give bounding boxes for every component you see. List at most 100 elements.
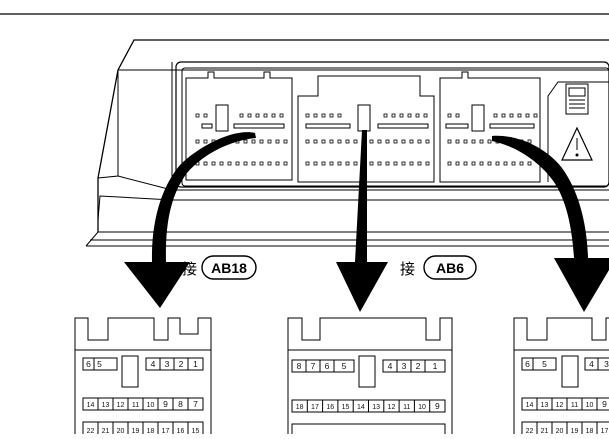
ecu-pin-dot [471,161,476,166]
ecu-socket-left [185,71,293,181]
ecu-pin-dot [503,161,508,166]
ecu-pin-dot [313,113,318,118]
ecu-pin-dot [415,113,420,118]
pin-number: 7 [311,361,316,371]
pin-number: 19 [132,428,140,434]
ecu-pin-dot [329,113,334,118]
ecu-pin-dot [399,113,404,118]
pin-number: 6 [325,361,330,371]
ecu-pin-dot [487,139,492,144]
ecu-pin-dot [219,161,224,166]
pin-number: 1 [193,359,198,369]
ecu-pin-dot [305,113,310,118]
ecu-pin-dot [313,139,318,144]
ecu-pin-dot [275,161,280,166]
pin-number: 12 [117,402,125,409]
ecu-pin-dot [195,113,200,118]
ecu-pin-dot [203,139,208,144]
ecu-pin-dot [385,139,390,144]
pin-number: 4 [589,359,594,369]
connector-prefix: 接 [400,261,415,278]
ecu-pin-dot [263,113,268,118]
ecu-pin-dot [267,161,272,166]
ecu-pin-dot [493,113,498,118]
ecu-pin-dot [527,139,532,144]
ecu-pin-dot [447,113,452,118]
connector-prefix: 接 [182,261,197,278]
ecu-pin-dot [283,139,288,144]
pin-number: 13 [102,402,110,409]
connector-code: AB18 [211,260,247,276]
pin-number: 14 [87,402,95,409]
ecu-pin-dot [243,161,248,166]
pin-number: 11 [132,402,139,409]
pin-number: 18 [147,428,155,434]
ecu-pin-dot [425,139,430,144]
ecu-pin-dot [337,139,342,144]
ecu-pin-dot [271,113,276,118]
pin-number: 6 [525,359,530,369]
ecu-pin-dot [517,113,522,118]
ecu-pin-dot [321,161,326,166]
ecu-pin-dot [211,161,216,166]
ecu-pin-dot [527,161,532,166]
pin-number: 18 [296,404,304,411]
pin-number: 9 [435,401,440,411]
ecu-pin-dot [259,161,264,166]
pin-number: 21 [541,428,549,434]
pin-number: 11 [571,402,578,409]
pin-number: 18 [586,428,594,434]
connector-face-ab18 [74,317,212,437]
ecu-pin-dot [409,161,414,166]
pin-number: 14 [357,404,365,411]
ecu-pin-dot [383,113,388,118]
ecu-pin-dot [279,113,284,118]
ecu-pin-dot [423,113,428,118]
ecu-pin-dot [391,113,396,118]
pin-number: 16 [177,428,185,434]
arrow-down-icon [124,130,609,312]
ecu-pin-dot [455,139,460,144]
ecu-pin-dot [345,139,350,144]
pin-number: 14 [526,402,534,409]
ecu-pin-dot [455,161,460,166]
ecu-pin-dot [247,113,252,118]
ecu-pin-dot [369,161,374,166]
pin-number: 2 [179,359,184,369]
ecu-pin-dot [393,139,398,144]
ecu-pin-dot [407,113,412,118]
pin-number: 5 [342,361,347,371]
connector-label-ab18: 接 AB18 [182,255,257,280]
pin-number: 13 [372,404,380,411]
ecu-pin-dot [329,161,334,166]
connector-code: AB6 [436,260,464,276]
ecu-pin-dot [385,161,390,166]
pin-number: 22 [87,428,95,434]
pin-number: 8 [297,361,302,371]
pin-number: 21 [102,428,110,434]
ecu-pin-dot [203,113,208,118]
ecu-pin-dot [353,139,358,144]
pin-number: 15 [192,428,200,434]
ecu-pin-dot [353,161,358,166]
ecu-pin-dot [259,139,264,144]
pin-number: 2 [416,361,421,371]
ecu-pin-dot [495,161,500,166]
ecu-pin-dot [509,113,514,118]
pin-number: 19 [571,428,579,434]
pin-number: 3 [604,359,609,369]
pin-number: 7 [193,399,198,409]
pin-number: 12 [556,402,564,409]
ecu-pin-dot [447,139,452,144]
ecu-pin-dot [255,113,260,118]
ecu-pin-dot [471,139,476,144]
ecu-pin-dot [501,113,506,118]
pin-number: 5 [542,359,547,369]
pin-number: 9 [163,399,168,409]
pin-number: 8 [178,399,183,409]
ecu-pin-dot [337,113,342,118]
ecu-pin-dot [329,139,334,144]
ecu-pin-dot [267,139,272,144]
ecu-pin-dot [313,161,318,166]
ecu-pin-dot [401,139,406,144]
